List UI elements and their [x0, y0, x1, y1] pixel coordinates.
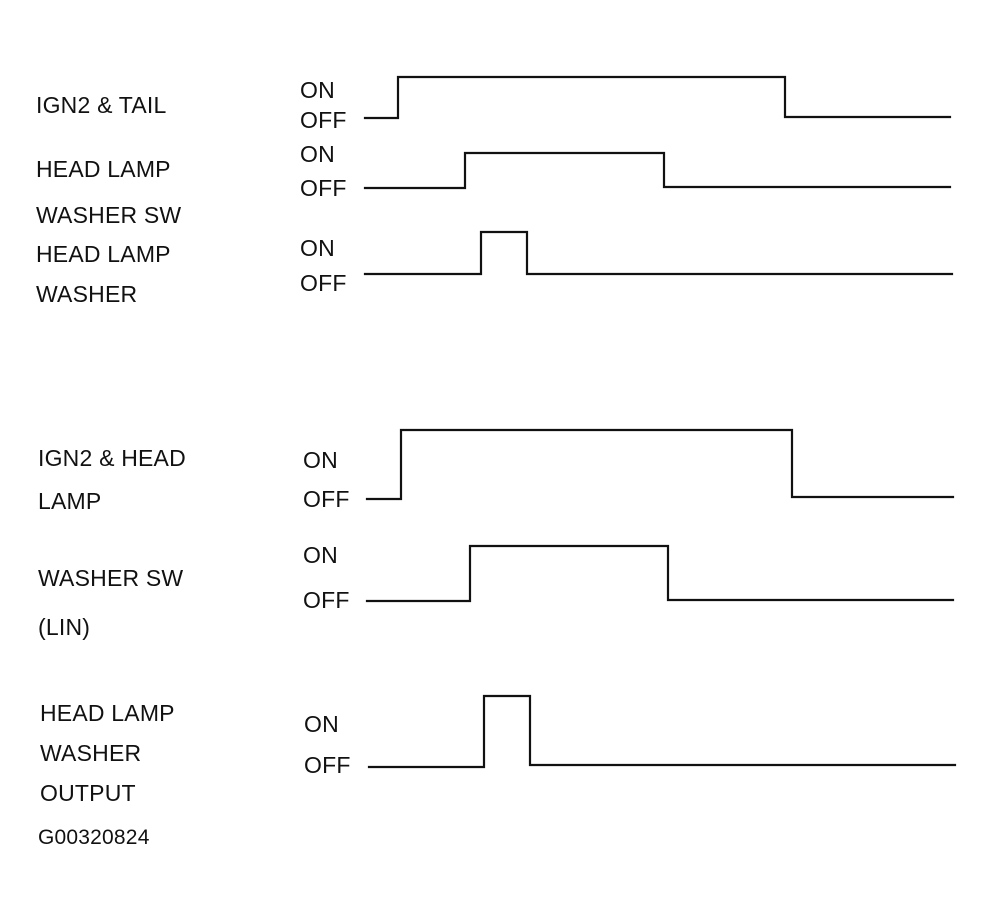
waveform-head-lamp-washer: [363, 230, 954, 276]
off-label: OFF: [300, 107, 347, 133]
on-label: ON: [304, 711, 339, 737]
signal-label-ign2-tail: IGN2 & TAIL: [36, 92, 167, 118]
on-label: ON: [300, 235, 335, 261]
signal-label-ign2-head-lamp-line2: LAMP: [38, 488, 102, 514]
signal-label-washer-sw-lin-line2: (LIN): [38, 614, 91, 640]
signal-label-ign2-head-lamp-line1: IGN2 & HEAD: [38, 445, 186, 471]
signal-label-head-lamp-washer-output-line2: WASHER: [40, 740, 142, 766]
on-label: ON: [303, 447, 338, 473]
figure-code: G00320824: [38, 826, 150, 849]
signal-label-head-lamp-washer-output-line1: HEAD LAMP: [40, 700, 175, 726]
off-label: OFF: [300, 175, 347, 201]
signal-label-washer-sw-lin-line1: WASHER SW: [38, 565, 184, 591]
off-label: OFF: [303, 486, 350, 512]
on-label: ON: [303, 542, 338, 568]
signal-label-head-lamp-washer-sw-line1: HEAD LAMP: [36, 156, 171, 182]
off-label: OFF: [304, 752, 351, 778]
on-label: ON: [300, 77, 335, 103]
on-label: ON: [300, 141, 335, 167]
waveform-washer-sw-lin: [365, 544, 955, 603]
waveform-ign2-tail: [363, 75, 952, 120]
signal-label-head-lamp-washer-line2: WASHER: [36, 281, 138, 307]
signal-label-head-lamp-washer-line1: HEAD LAMP: [36, 241, 171, 267]
off-label: OFF: [300, 270, 347, 296]
signal-label-head-lamp-washer-sw-line2: WASHER SW: [36, 202, 182, 228]
waveform-head-lamp-washer-output: [367, 694, 957, 769]
waveform-ign2-head-lamp: [365, 428, 955, 501]
off-label: OFF: [303, 587, 350, 613]
signal-label-head-lamp-washer-output-line3: OUTPUT: [40, 780, 136, 806]
waveform-head-lamp-washer-sw: [363, 151, 952, 190]
